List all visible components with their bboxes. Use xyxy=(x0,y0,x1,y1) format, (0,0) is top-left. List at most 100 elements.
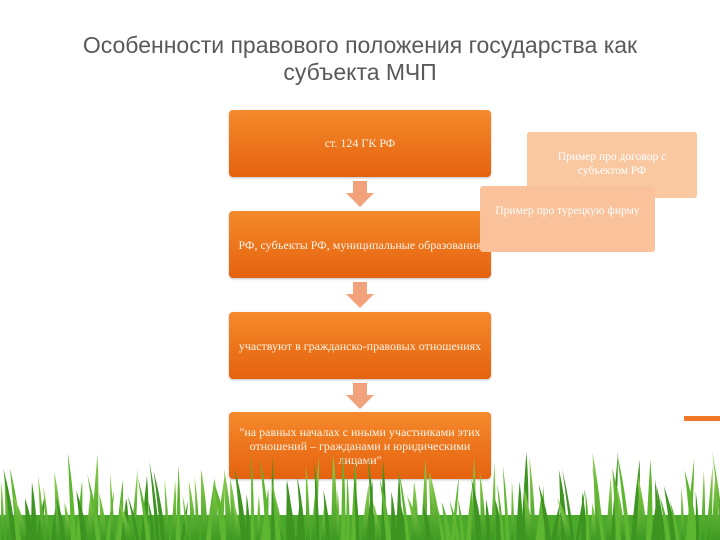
title-line-1: Особенности правового положения государс… xyxy=(82,32,638,58)
grass-blade xyxy=(64,502,72,540)
grass-blade xyxy=(200,468,208,540)
grass-blade xyxy=(361,484,370,540)
grass-blade xyxy=(660,496,671,540)
flow-step-2-text: РФ, субъекты РФ, муниципальные образован… xyxy=(238,237,482,252)
grass-blade xyxy=(502,465,510,540)
grass-blade xyxy=(441,501,451,540)
grass-blade xyxy=(536,495,543,540)
flow-step-3-text: участвуют в гражданско-правовых отношени… xyxy=(238,338,482,353)
grass-blade xyxy=(457,498,465,540)
grass-blade xyxy=(485,499,491,540)
down-arrow-icon xyxy=(346,383,374,409)
grass-blade xyxy=(400,504,406,540)
grass-blade xyxy=(86,490,94,540)
grass-blade xyxy=(681,486,685,540)
grass-blade xyxy=(116,479,124,540)
grass-blade xyxy=(391,491,397,540)
grass-blade xyxy=(188,480,197,540)
grass-blade xyxy=(109,472,115,540)
grass-blade xyxy=(234,468,247,540)
grass-blade xyxy=(612,467,623,540)
grass-blade xyxy=(523,488,533,540)
grass-blade xyxy=(131,468,138,540)
grass-blade xyxy=(449,500,460,540)
grass-blade xyxy=(581,492,587,540)
grass-blade xyxy=(213,480,228,540)
grass-blade xyxy=(256,494,261,540)
grass-blade xyxy=(305,464,310,540)
flow-step-1: ст. 124 ГК РФ xyxy=(229,110,491,177)
grass-blade xyxy=(43,485,50,540)
grass-blade xyxy=(557,497,572,540)
grass-blade xyxy=(233,502,241,540)
accent-bar xyxy=(684,416,720,421)
grass-blade xyxy=(224,469,233,540)
grass-blade xyxy=(516,481,523,540)
note-1-text: Пример про договор с субъектом РФ xyxy=(557,151,667,177)
grass-blade xyxy=(711,473,719,540)
title-line-2: субъекта МЧП xyxy=(283,59,437,85)
grass-blade xyxy=(148,501,155,540)
grass-blade xyxy=(436,504,445,540)
flow-step-4-text: "на равных началах с иными участниками э… xyxy=(239,424,481,467)
grass-blade xyxy=(654,479,661,540)
grass-blade xyxy=(67,452,76,540)
down-arrow-icon xyxy=(346,282,374,308)
grass-blade xyxy=(271,455,275,540)
grass-blade xyxy=(3,468,16,540)
grass-blade xyxy=(353,471,360,540)
grass-blade xyxy=(1,480,5,540)
grass-blade xyxy=(331,454,338,540)
grass-blade xyxy=(246,493,251,540)
grass-blade xyxy=(99,493,107,540)
grass-blade xyxy=(171,480,177,540)
slide-title: Особенности правового положения государс… xyxy=(40,32,680,86)
grass-blade xyxy=(497,483,505,540)
grass-blade xyxy=(271,478,281,540)
grass-blade xyxy=(37,474,45,540)
grass-blade xyxy=(511,480,515,540)
grass-blade xyxy=(341,452,346,540)
grass-blade xyxy=(24,498,33,540)
grass-blade xyxy=(396,472,402,540)
grass-blade xyxy=(495,499,503,540)
grass-blade xyxy=(591,503,597,540)
grass-blade xyxy=(176,465,181,540)
grass-blade xyxy=(251,452,255,540)
grass-blade xyxy=(314,460,320,540)
grass-blade xyxy=(617,452,631,540)
flow-step-1-text: ст. 124 ГК РФ xyxy=(324,136,396,150)
grass-blade xyxy=(260,459,271,540)
grass-blade xyxy=(297,475,306,540)
grass-blade xyxy=(346,474,350,540)
grass-blade xyxy=(149,461,160,540)
grass-blade xyxy=(646,459,653,540)
grass-blade xyxy=(153,470,166,540)
grass-blade xyxy=(368,456,375,540)
grass-blade xyxy=(471,479,483,540)
grass-blade xyxy=(182,494,190,540)
grass-blade xyxy=(479,471,486,540)
flow-step-3: участвуют в гражданско-правовых отношени… xyxy=(229,312,491,379)
grass-blade xyxy=(684,470,698,540)
grass-blade xyxy=(87,474,101,540)
grass-blade xyxy=(529,457,536,540)
grass-blade xyxy=(585,491,590,540)
grass-blade xyxy=(663,486,677,540)
grass-blade xyxy=(428,470,436,540)
grass-blade xyxy=(119,503,132,540)
grass-blade xyxy=(656,485,665,540)
grass-blade xyxy=(695,491,700,540)
grass-blade xyxy=(712,451,720,528)
grass-blade xyxy=(12,495,28,540)
grass-blade xyxy=(407,495,423,540)
grass-blade xyxy=(379,479,391,540)
grass-blade xyxy=(286,482,296,540)
down-arrow-icon xyxy=(346,181,374,207)
grass-blade xyxy=(137,477,151,540)
grass-blade xyxy=(616,483,626,540)
grass-blade xyxy=(164,478,170,540)
grass-blade xyxy=(451,475,459,540)
grass-blade xyxy=(637,474,648,540)
grass-blade xyxy=(373,502,381,540)
